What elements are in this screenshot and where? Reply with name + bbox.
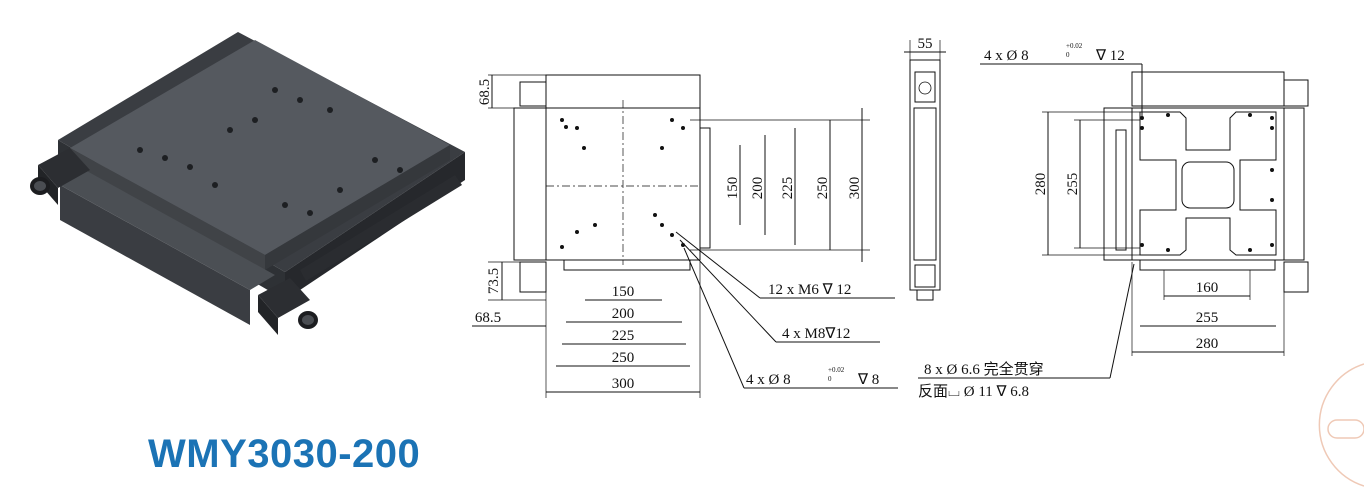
bottom-callout-depth: ∇ 12 — [1095, 48, 1125, 64]
front-view-vertical-dimensions: 150 200 225 250 300 — [690, 108, 870, 262]
bottom-dim-v-255: 255 — [1065, 173, 1081, 196]
front-view-height-dimensions: 68.5 73.5 68.5 — [472, 74, 546, 327]
bottom-dim-h-255: 255 — [1196, 310, 1219, 326]
front-dim-h-225: 225 — [612, 328, 635, 344]
model-title: WMY3030-200 — [148, 432, 421, 476]
bottom-callout-4x-d8: 4 x Ø 8 — [984, 48, 1029, 64]
through-hole-note-line2: 反面⌴ Ø 11 ∇ 6.8 — [918, 383, 1029, 400]
stage-3d-render — [30, 32, 465, 335]
bottom-dim-h-160: 160 — [1196, 280, 1219, 296]
front-view-horizontal-dimensions: 150 200 225 250 300 — [545, 262, 701, 398]
through-hole-note-line1: 8 x Ø 6.6 完全贯穿 — [924, 360, 1044, 378]
front-dim-68-5-top: 68.5 — [477, 79, 493, 105]
callout-4x-d8: 4 x Ø 8 — [746, 372, 791, 388]
callout-4x-m8: 4 x M8∇12 — [782, 326, 850, 342]
front-dim-68-5-bottom: 68.5 — [475, 310, 501, 326]
side-dim-55: 55 — [918, 36, 933, 52]
callout-4x-d8-tol-upper: +0.02 — [828, 366, 845, 374]
front-dim-v-150: 150 — [725, 177, 741, 200]
circle-arc-logo-icon — [1318, 363, 1364, 487]
bottom-dim-h-280: 280 — [1196, 336, 1219, 352]
bottom-dim-v-280: 280 — [1033, 173, 1049, 196]
front-dim-v-300: 300 — [847, 177, 863, 200]
front-dim-v-225: 225 — [780, 177, 796, 200]
front-dim-h-250: 250 — [612, 350, 635, 366]
front-dim-h-300: 300 — [612, 376, 635, 392]
callout-12x-m6: 12 x M6 ∇ 12 — [768, 282, 851, 298]
bottom-callout-tol-upper: +0.02 — [1066, 42, 1083, 50]
front-dim-v-250: 250 — [815, 177, 831, 200]
side-view: 55 — [904, 36, 946, 301]
front-view — [513, 74, 711, 293]
callout-4x-d8-tol-lower: 0 — [828, 375, 832, 383]
front-dim-h-200: 200 — [612, 306, 635, 322]
bottom-view-through-hole-note: 8 x Ø 6.6 完全贯穿 反面⌴ Ø 11 ∇ 6.8 — [918, 263, 1135, 400]
bottom-view-top-callout: 4 x Ø 8 +0.02 0 ∇ 12 — [980, 42, 1143, 118]
callout-4x-d8-depth: ∇ 8 — [857, 372, 879, 388]
front-dim-73-5: 73.5 — [486, 268, 502, 294]
bottom-callout-tol-lower: 0 — [1066, 51, 1070, 59]
front-view-callouts: 12 x M6 ∇ 12 4 x M8∇12 4 x Ø 8 +0.02 0 ∇… — [675, 231, 898, 389]
front-dim-h-150: 150 — [612, 284, 635, 300]
front-dim-v-200: 200 — [750, 177, 766, 200]
bottom-view — [1103, 71, 1309, 293]
bottom-view-horizontal-dimensions: 160 255 280 — [1131, 262, 1285, 356]
bottom-view-vertical-dimensions: 280 255 — [1033, 111, 1140, 256]
